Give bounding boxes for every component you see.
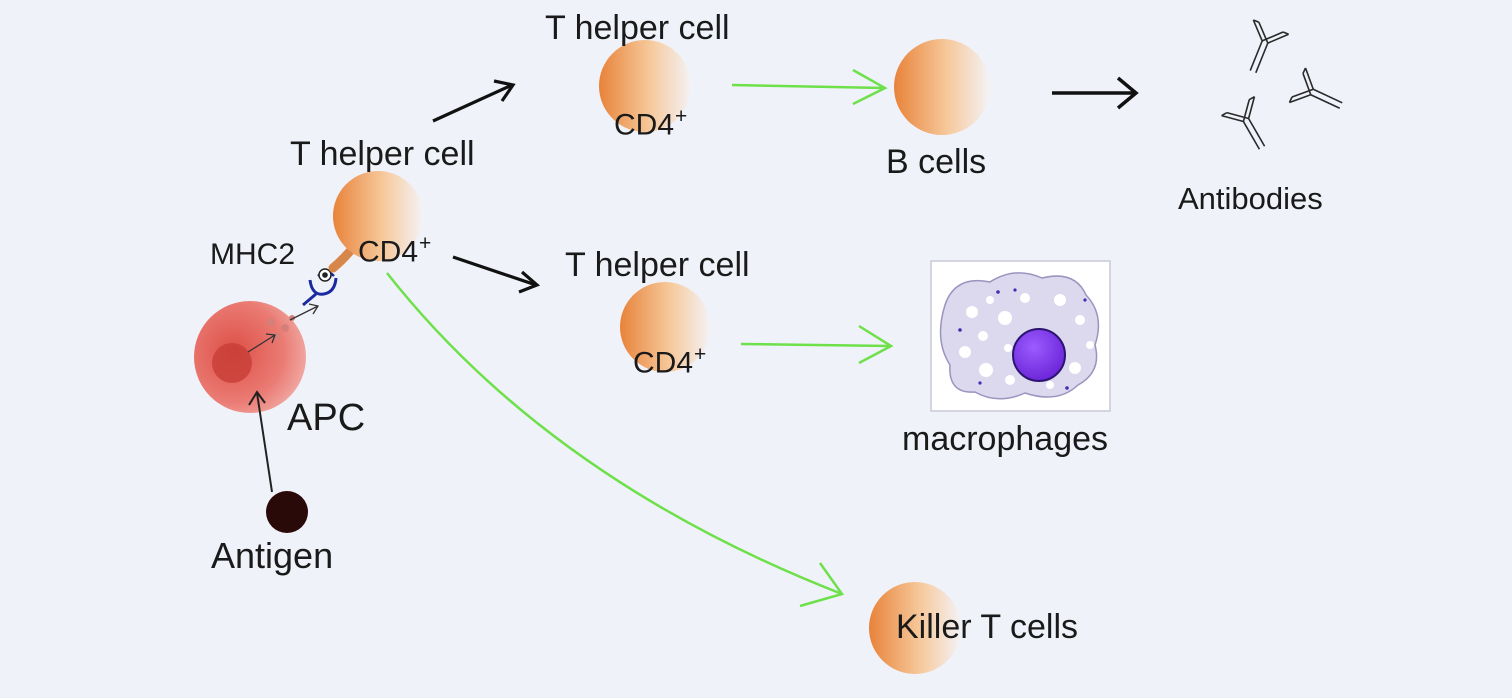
cd4-superscript: + <box>675 105 688 128</box>
apc-cell <box>194 301 320 413</box>
t-helper-mid-marker: CD4+ <box>633 344 706 379</box>
antibodies-label: Antibodies <box>1178 181 1323 216</box>
arrow-to-top-helper <box>432 79 516 123</box>
green-arrow-to-b-cells <box>731 68 888 106</box>
cd4-superscript: + <box>694 343 707 366</box>
mhc2-receptor <box>302 268 338 307</box>
t-helper-mid-title: T helper cell <box>565 246 750 284</box>
t-helper-main-title: T helper cell <box>290 135 475 173</box>
cd4-label: CD4 <box>614 108 675 142</box>
killer-t-cells-label: Killer T cells <box>896 608 1079 646</box>
macrophage-nucleus <box>1012 328 1066 382</box>
green-arrow-to-macrophages <box>740 324 894 365</box>
t-helper-main-marker: CD4+ <box>358 233 431 268</box>
cd4-superscript: + <box>419 232 432 255</box>
arrow-to-mid-helper <box>452 255 541 294</box>
killer-t-cell <box>869 582 961 674</box>
apc-label: APC <box>287 397 366 439</box>
antigen-particle <box>266 491 308 533</box>
b-cell <box>894 39 990 135</box>
cd4-label: CD4 <box>633 346 694 380</box>
green-arrow-to-killer-t <box>386 272 845 608</box>
t-helper-cell-main <box>333 171 423 261</box>
t-helper-cell-top <box>599 40 691 132</box>
antibodies-icon <box>1221 19 1343 150</box>
arrow-b-to-antibodies <box>1052 76 1139 110</box>
antigen-to-apc-arrow <box>248 390 273 493</box>
antigen-label: Antigen <box>211 535 334 576</box>
t-helper-cell-mid <box>620 282 710 372</box>
t-helper-top-title: T helper cell <box>545 9 730 47</box>
b-cells-label: B cells <box>886 143 987 181</box>
macrophages-label: macrophages <box>902 420 1109 458</box>
t-helper-top-marker: CD4+ <box>614 106 687 141</box>
cd4-label: CD4 <box>358 235 419 269</box>
macrophage-image <box>930 260 1111 412</box>
mhc2-label: MHC2 <box>210 238 296 271</box>
